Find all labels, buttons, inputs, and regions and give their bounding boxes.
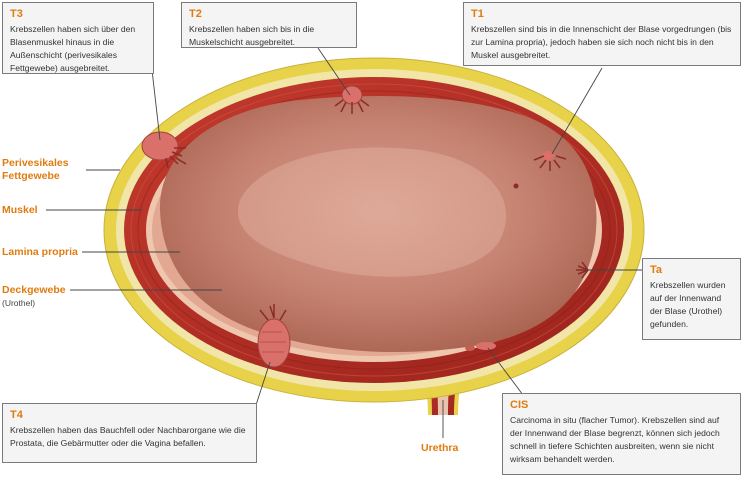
- stage-cis-title: CIS: [510, 399, 529, 411]
- stage-t1-text: Krebszellen sind bis in die Innenschicht…: [471, 24, 732, 60]
- tumor-t1: [533, 151, 567, 171]
- tumor-cis: [465, 342, 496, 351]
- label-muscle: Muskel: [2, 204, 38, 216]
- tumor-ta: [576, 261, 589, 279]
- label-lamina-propria: Lamina propria: [2, 246, 78, 258]
- stage-t3-text: Krebszellen haben sich über den Blasenmu…: [10, 24, 136, 73]
- stage-t2-text: Krebszellen haben sich bis in die Muskel…: [189, 24, 315, 47]
- small-spot: [513, 183, 519, 189]
- stage-t3-box: T3 Krebszellen haben sich über den Blase…: [2, 2, 154, 74]
- muscle-fibers-2: [137, 90, 611, 370]
- stage-t1-title: T1: [471, 8, 484, 20]
- leader-lines: [46, 47, 642, 438]
- stage-ta-box: Ta Krebszellen wurden auf der Innenwand …: [642, 258, 741, 340]
- tumor-t3: [141, 131, 187, 169]
- stage-t2-title: T2: [189, 8, 202, 20]
- lumen-highlight: [237, 147, 507, 277]
- stage-cis-text: Carcinoma in situ (flacher Tumor). Krebs…: [510, 415, 720, 464]
- tumor-t4: [257, 304, 291, 368]
- stage-t2-box: T2 Krebszellen haben sich bis in die Mus…: [181, 2, 357, 48]
- stage-t4-box: T4 Krebszellen haben das Bauchfell oder …: [2, 403, 257, 463]
- label-urethra: Urethra: [421, 442, 459, 454]
- label-fat-layer: Perivesikales Fettgewebe: [2, 157, 69, 183]
- label-urothel: Deckgewebe: [2, 284, 66, 296]
- stage-ta-text: Krebszellen wurden auf der Innenwand der…: [650, 280, 726, 329]
- muscle-fibers-1: [130, 83, 618, 377]
- label-urothel-sub: (Urothel): [2, 298, 36, 308]
- bladder-lumen: [159, 95, 597, 353]
- stage-t4-text: Krebszellen haben das Bauchfell oder Nac…: [10, 425, 246, 448]
- stage-cis-box: CIS Carcinoma in situ (flacher Tumor). K…: [502, 393, 741, 475]
- stage-t1-box: T1 Krebszellen sind bis in die Innenschi…: [463, 2, 741, 66]
- stage-t4-title: T4: [10, 409, 23, 421]
- stage-t3-title: T3: [10, 8, 23, 20]
- stage-ta-title: Ta: [650, 264, 663, 276]
